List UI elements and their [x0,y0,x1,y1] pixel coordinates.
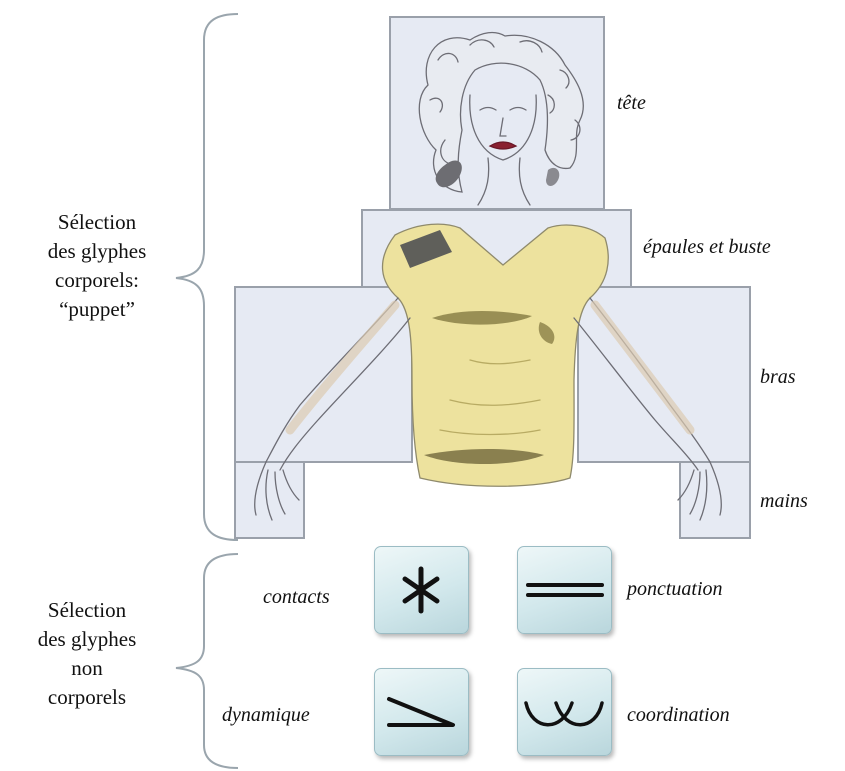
brace-corporeal [176,14,238,540]
corporeal-selection-label: Sélection des glyphes corporels: “puppet… [12,208,182,324]
head-label: tête [617,92,646,115]
ponctuation-glyph-button[interactable] [517,546,612,634]
dynamique-label: dynamique [222,704,310,727]
double-bar-icon [518,547,611,633]
label-line: non [2,654,172,683]
shoulders-label: épaules et buste [643,236,771,259]
label-line: Sélection [12,208,182,237]
dynamique-glyph-button[interactable] [374,668,469,756]
contacts-glyph-button[interactable] [374,546,469,634]
label-line: corporels: [12,266,182,295]
label-line: des glyphes [2,625,172,654]
coordination-glyph-button[interactable] [517,668,612,756]
brace-noncorporeal [176,554,238,768]
region-hand-left[interactable] [235,462,304,538]
contacts-label: contacts [263,586,330,609]
arms-label: bras [760,366,796,389]
label-line: Sélection [2,596,172,625]
ponctuation-label: ponctuation [627,578,723,601]
double-curve-icon [518,669,611,755]
noncorporeal-selection-label: Sélection des glyphes non corporels [2,596,172,712]
hands-label: mains [760,490,808,513]
label-line: “puppet” [12,295,182,324]
label-line: des glyphes [12,237,182,266]
coordination-label: coordination [627,704,730,727]
label-line: corporels [2,683,172,712]
angle-icon [375,669,468,755]
asterisk-icon [375,547,468,633]
